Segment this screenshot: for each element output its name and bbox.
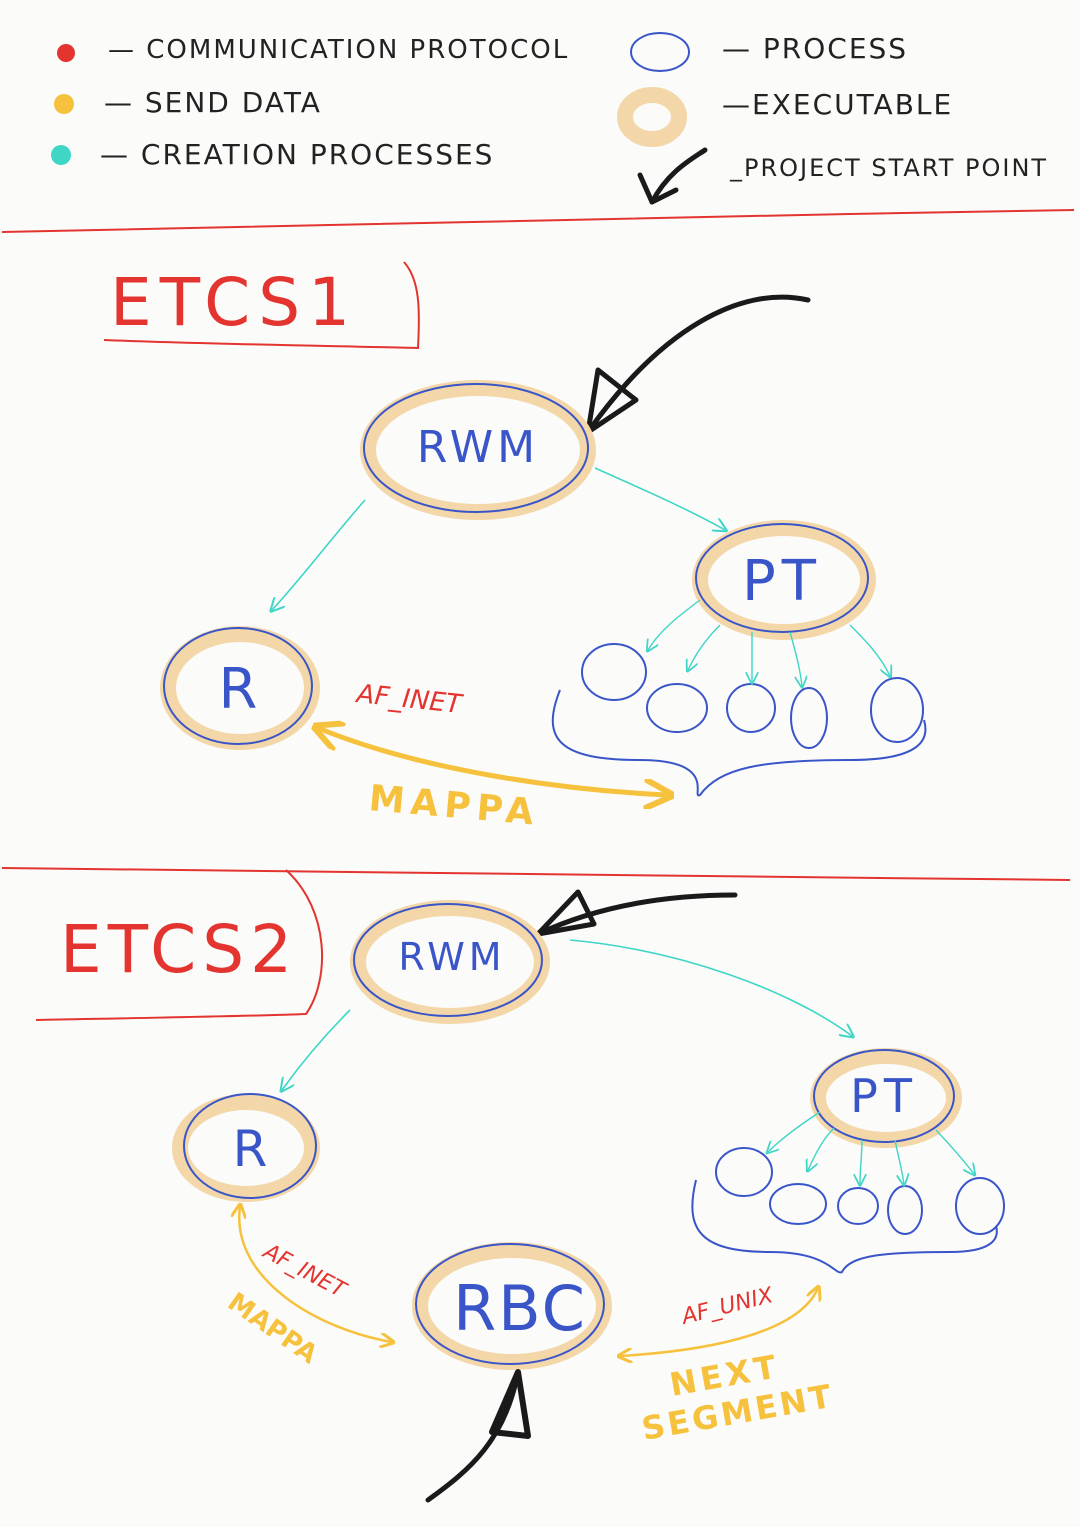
executable-shape-icon: [617, 87, 687, 147]
etcs2-title-frame: [35, 869, 324, 1021]
etcs2-rbc-node: RBC: [412, 1242, 612, 1370]
etcs1-r-label: R: [219, 657, 258, 722]
etcs1-rwm-label: RWM: [417, 422, 539, 473]
etcs1-pt-node: PT: [692, 520, 876, 640]
etcs2-rbc-label: RBC: [453, 1272, 587, 1345]
child-process-icon: [726, 683, 776, 733]
etcs1-create-pt-arrow: [594, 467, 725, 530]
etcs2-data-r-label: MAPPA: [222, 1287, 323, 1370]
etcs1-title: ETCS1: [110, 264, 358, 341]
send-data-dot-icon: [54, 94, 74, 114]
etcs1-r-node: R: [160, 626, 320, 750]
etcs2-pt-label: PT: [850, 1069, 918, 1123]
etcs2-child-processes: [691, 1111, 1005, 1274]
etcs1-children-brace: [551, 689, 927, 797]
etcs1-protocol-label: AF_INET: [353, 679, 465, 720]
etcs1-create-r-arrow: [272, 499, 366, 610]
etcs2-section: ETCS2 RWM PT R RBC: [35, 869, 1005, 1503]
legend: — COMMUNICATION PROTOCOL — SEND DATA — C…: [51, 32, 1048, 205]
etcs2-create-pt-arrow: [569, 939, 852, 1036]
legend-executable: —EXECUTABLE: [722, 88, 953, 121]
process-shape-icon: [630, 32, 690, 72]
legend-send-data: — SEND DATA: [104, 86, 322, 119]
etcs1-send-data-arrow: [318, 728, 668, 795]
etcs2-children-brace: [691, 1179, 998, 1274]
child-process-icon: [581, 643, 647, 701]
etcs1-child-processes: [551, 599, 927, 797]
etcs1-title-frame: [103, 261, 420, 350]
legend-creation-processes: — CREATION PROCESSES: [100, 138, 494, 171]
child-process-icon: [837, 1187, 879, 1225]
etcs1-data-label: MAPPA: [367, 778, 541, 834]
child-process-icon: [887, 1185, 923, 1235]
etcs1-pt-label: PT: [742, 549, 822, 614]
start-point-arrow-icon: [637, 147, 708, 205]
section-divider-bottom: [1, 867, 1071, 881]
etcs1-start-arrow-icon: [585, 294, 811, 435]
etcs2-rbc-start-arrow-icon: [425, 1369, 531, 1503]
etcs2-send-data-pt-arrow: [620, 1288, 818, 1356]
etcs2-r-node: R: [172, 1093, 320, 1202]
communication-dot-icon: [57, 44, 75, 62]
etcs2-send-data-r-arrow: [239, 1206, 392, 1342]
etcs2-title: ETCS2: [60, 911, 298, 988]
etcs2-rwm-node: RWM: [350, 900, 550, 1024]
etcs2-protocol-r-label: AF_INET: [257, 1238, 350, 1304]
etcs2-create-r-arrow: [282, 1009, 351, 1090]
child-process-icon: [646, 683, 708, 733]
etcs2-start-arrow-icon: [535, 889, 738, 937]
etcs2-r-label: R: [233, 1120, 268, 1178]
etcs1-section: ETCS1 RWM PT R: [103, 261, 927, 834]
legend-project-start-point: _PROJECT START POINT: [729, 154, 1048, 182]
etcs2-pt-node: PT: [810, 1048, 962, 1148]
child-process-icon: [955, 1177, 1005, 1235]
etcs1-rwm-node: RWM: [360, 380, 596, 520]
etcs2-protocol-pt-label: AF_UNIX: [677, 1283, 776, 1330]
child-process-icon: [715, 1147, 773, 1197]
legend-communication-protocol: — COMMUNICATION PROTOCOL: [108, 35, 569, 65]
child-process-icon: [870, 677, 924, 743]
child-process-icon: [790, 687, 828, 749]
section-divider-top: [1, 209, 1075, 233]
legend-process: — PROCESS: [722, 32, 908, 65]
etcs2-rwm-label: RWM: [398, 935, 505, 979]
creation-dot-icon: [51, 145, 71, 165]
child-process-icon: [769, 1183, 827, 1225]
